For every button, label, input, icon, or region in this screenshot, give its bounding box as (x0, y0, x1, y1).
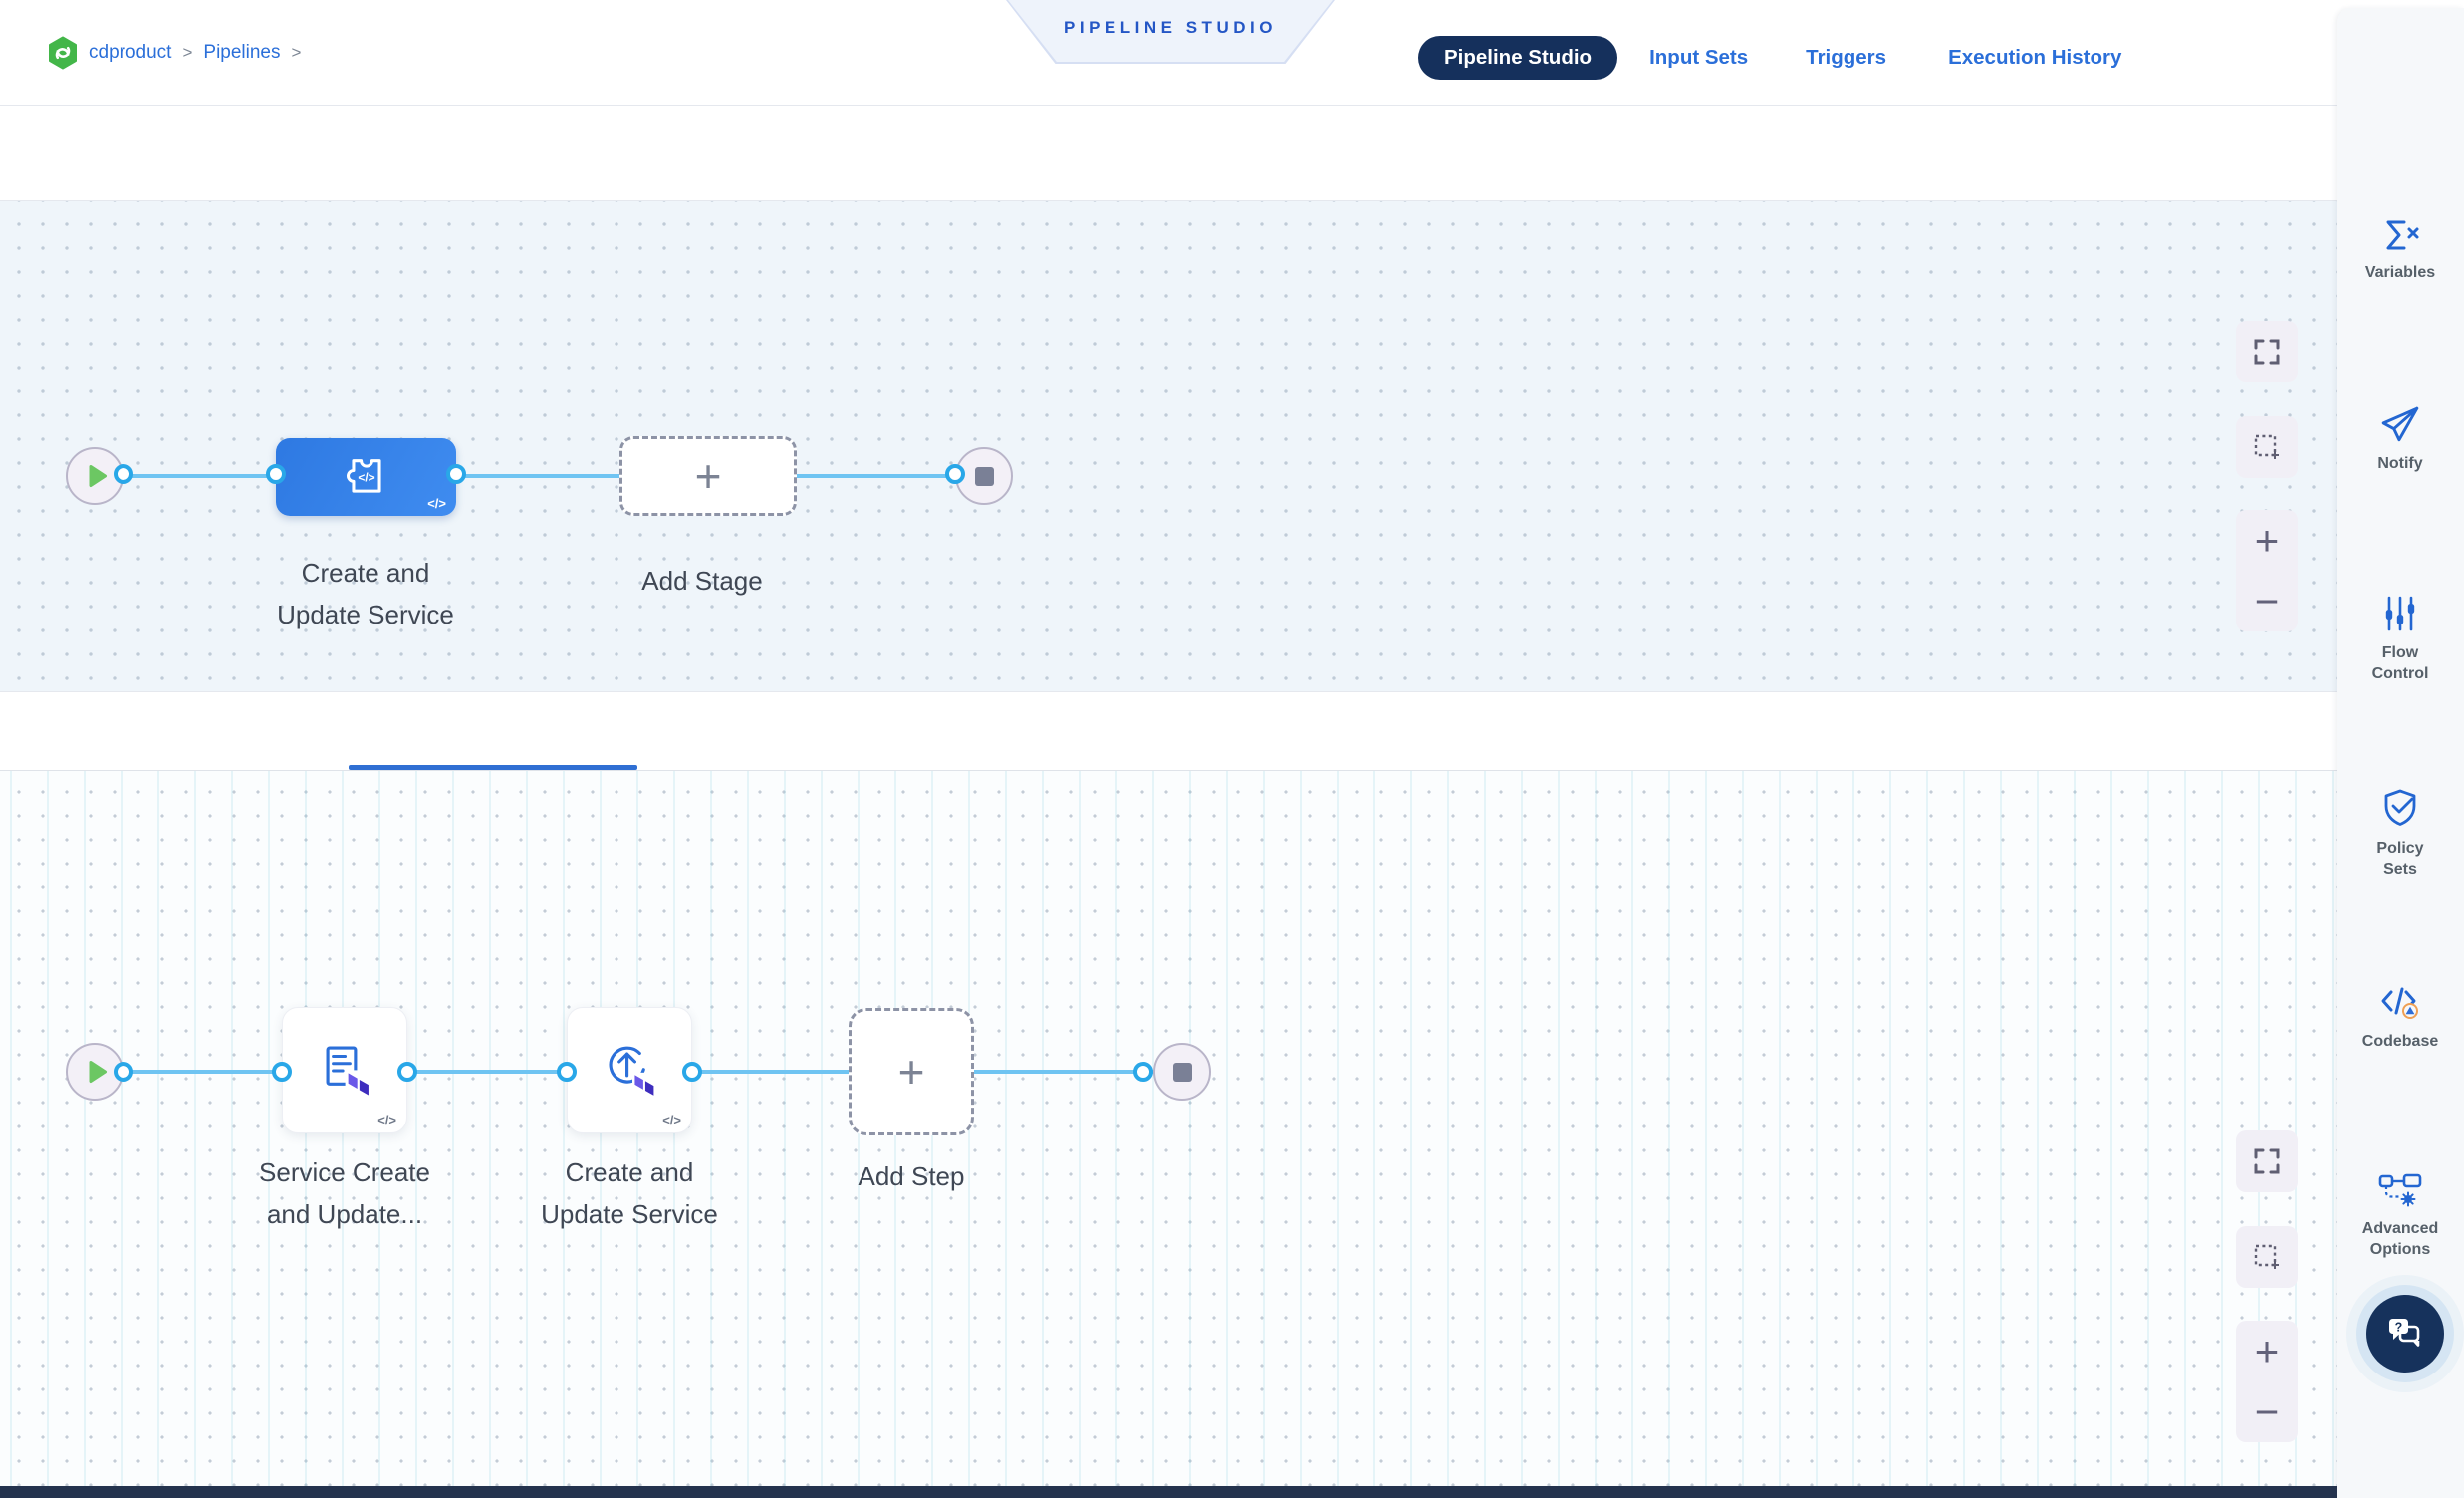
add-stage-button[interactable]: + (619, 436, 797, 516)
execution-step-canvas[interactable]: </> </> + Ser (0, 771, 2464, 1486)
plus-icon: + (897, 1046, 925, 1098)
right-sidebar: Variables Notify (2337, 8, 2464, 1498)
pipeline-studio-banner: PIPELINE STUDIO (1006, 0, 1335, 64)
fit-to-screen-button[interactable] (2236, 321, 2298, 382)
step-node-create-and-update-service[interactable]: </> (567, 1007, 692, 1133)
connector-port[interactable] (114, 464, 133, 484)
connector-port[interactable] (397, 1062, 417, 1082)
custom-stage-icon: </> (342, 454, 391, 500)
zoom-out-button[interactable]: − (2254, 1387, 2280, 1435)
connector-port[interactable] (1133, 1062, 1153, 1082)
tab-input-sets[interactable]: Input Sets (1649, 46, 1749, 69)
top-nav-tabs: Pipeline Studio Input Sets Triggers Exec… (1418, 36, 2121, 80)
shield-check-icon (2337, 787, 2464, 829)
stage-canvas[interactable]: </> </> + Create and Update Service Add … (0, 201, 2464, 691)
stage-config-tabbar: Overview Execution Advanced (0, 691, 2464, 1443)
connector-port[interactable] (682, 1062, 702, 1082)
svg-text:?: ? (2395, 1321, 2403, 1335)
help-chat-button[interactable]: ? (2366, 1295, 2444, 1373)
multi-select-button[interactable] (2236, 416, 2298, 478)
breadcrumb-separator: > (291, 43, 302, 62)
marquee-select-icon (2252, 432, 2282, 462)
sidebar-item-label: Codebase (2361, 1033, 2439, 1050)
toolbar-header: Onboarding Service VISUAL YAML Save (0, 106, 2464, 290)
connector-port[interactable] (446, 464, 466, 484)
add-step-button[interactable]: + (849, 1008, 974, 1135)
multi-select-button[interactable] (2236, 1226, 2298, 1288)
sidebar-item-variables[interactable]: Variables (2337, 217, 2464, 283)
step-code-badge: </> (377, 1113, 396, 1127)
bottom-bar (0, 1486, 2337, 1498)
connector-port[interactable] (557, 1062, 577, 1082)
plus-icon: + (694, 450, 722, 502)
zoom-controls: + − (2236, 510, 2298, 631)
connector-line (95, 474, 981, 478)
breadcrumb: cdproduct > Pipelines > (48, 0, 301, 106)
zoom-in-button[interactable]: + (2254, 1327, 2280, 1374)
sidebar-item-notify[interactable]: Notify (2337, 406, 2464, 474)
step-code-badge: </> (662, 1113, 681, 1127)
marquee-select-icon (2252, 1242, 2282, 1272)
connector-port[interactable] (945, 464, 965, 484)
connector-port[interactable] (272, 1062, 292, 1082)
terraform-apply-step-icon (601, 1042, 658, 1100)
top-header: cdproduct > Pipelines > PIPELINE STUDIO … (0, 0, 2464, 106)
zoom-controls: + − (2236, 1321, 2298, 1442)
active-tab-underline (349, 765, 637, 770)
paper-plane-icon (2337, 406, 2464, 444)
breadcrumb-separator: > (182, 43, 193, 62)
svg-text:</>: </> (358, 470, 374, 484)
connector-port[interactable] (266, 464, 286, 484)
execution-end-node[interactable] (1153, 1043, 1211, 1101)
stage-code-badge: </> (427, 496, 446, 511)
connector-port[interactable] (114, 1062, 133, 1082)
tab-triggers[interactable]: Triggers (1806, 46, 1887, 69)
step1-label: Service Create and Update... (259, 1157, 430, 1229)
tab-execution-history[interactable]: Execution History (1948, 46, 2122, 69)
fit-to-screen-button[interactable] (2236, 1130, 2298, 1192)
breadcrumb-project-link[interactable]: cdproduct (89, 42, 172, 63)
tab-pipeline-studio[interactable]: Pipeline Studio (1418, 36, 1618, 80)
step-node-service-create-and-update[interactable]: </> (282, 1007, 407, 1133)
flowchart-gear-icon (2337, 1171, 2464, 1209)
stage-node-create-and-update-service[interactable]: </> </> (276, 438, 456, 516)
banner-label: PIPELINE STUDIO (1064, 18, 1277, 37)
stop-icon (1172, 1062, 1192, 1082)
play-icon (88, 1060, 108, 1084)
sidebar-item-label: Variables (2364, 264, 2436, 281)
stage-label: Create and Update Service (277, 558, 454, 629)
codebase-warning-icon (2337, 982, 2464, 1022)
add-step-label: Add Step (858, 1161, 965, 1191)
chat-question-icon: ? (2383, 1313, 2427, 1355)
sliders-icon (2337, 594, 2464, 633)
zoom-in-button[interactable]: + (2254, 516, 2280, 564)
sidebar-item-codebase[interactable]: Codebase (2337, 982, 2464, 1052)
step2-label: Create and Update Service (541, 1157, 718, 1229)
stop-icon (974, 466, 994, 486)
fullscreen-icon (2252, 1146, 2282, 1176)
terraform-plan-step-icon (316, 1042, 373, 1100)
harness-project-icon (48, 36, 78, 70)
fullscreen-icon (2252, 337, 2282, 367)
add-stage-label: Add Stage (641, 566, 763, 596)
zoom-out-button[interactable]: − (2254, 577, 2280, 624)
sidebar-item-label: Notify (2377, 455, 2423, 472)
breadcrumb-pipelines-link[interactable]: Pipelines (203, 42, 281, 63)
variables-icon (2337, 217, 2464, 253)
play-icon (88, 464, 108, 488)
